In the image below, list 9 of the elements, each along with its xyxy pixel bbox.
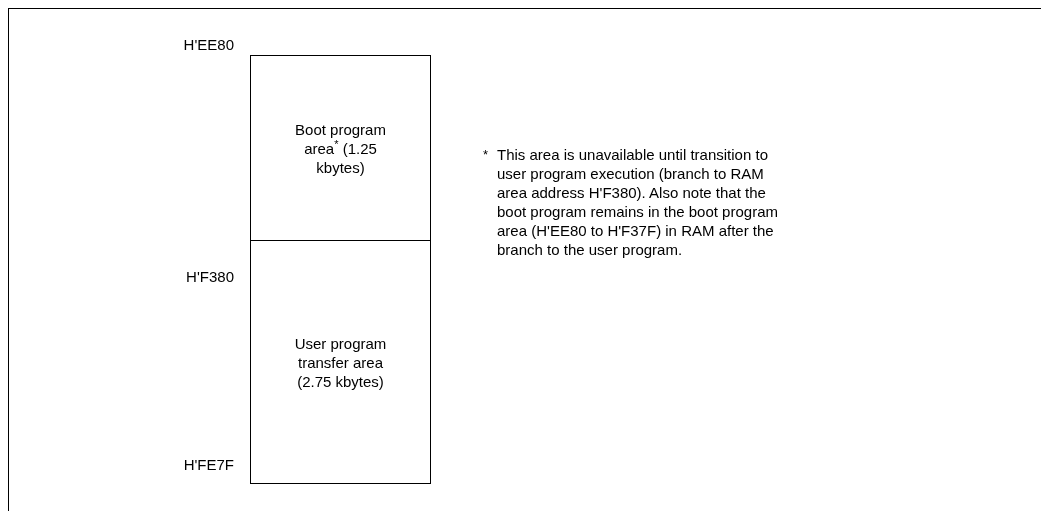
boot-program-area-box <box>250 55 431 241</box>
address-label: H'F380 <box>186 268 234 285</box>
address-label: H'FE7F <box>183 456 234 473</box>
area-label: User program transfer area (2.75 kbytes) <box>293 333 388 391</box>
area-label: Boot program area$^{*}$ (1.25 kbytes) <box>294 119 387 177</box>
footnote-text: This area is unavailable until transition to user program execution (branch to RAM area address H'F380). Also note that the boot program remains in the boot program area (H'EE80 to H'F37F) in RAM after the branch to the user program. <box>497 145 779 259</box>
user-program-transfer-area-box <box>250 240 431 484</box>
address-label: H'EE80 <box>183 36 234 53</box>
footnote-mark: * <box>483 147 489 162</box>
